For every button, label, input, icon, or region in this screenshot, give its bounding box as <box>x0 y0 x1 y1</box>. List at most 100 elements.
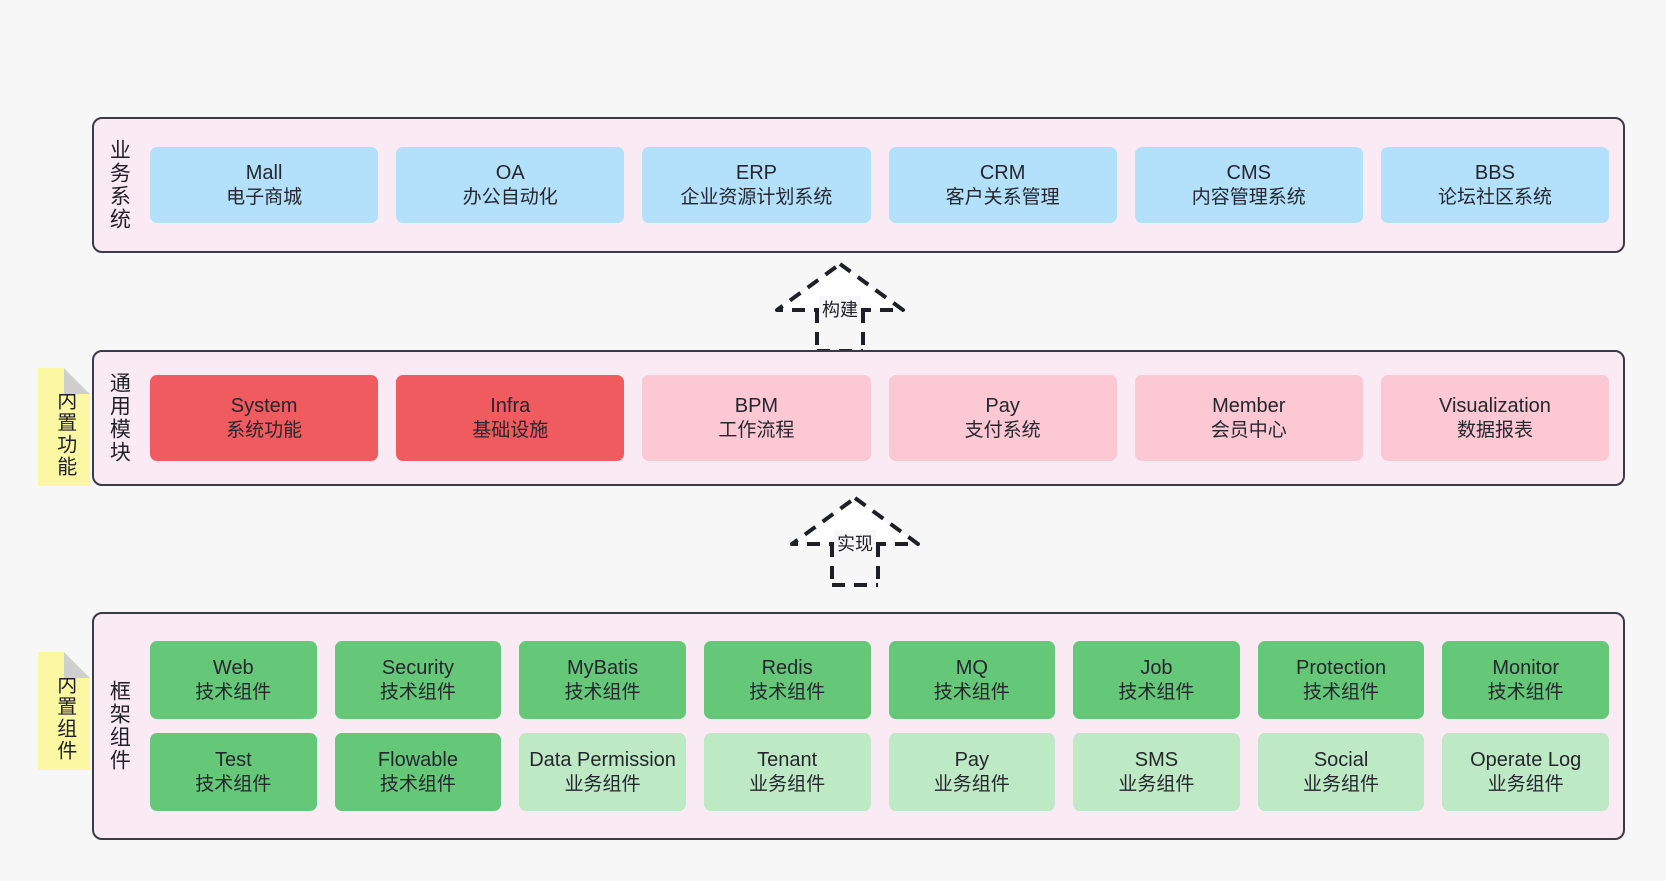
layer-title-business-systems: 业务系统 <box>107 139 131 231</box>
node-name: Pay <box>985 395 1020 418</box>
node-subtitle: 系统功能 <box>226 419 303 441</box>
node-name: OA <box>495 162 525 185</box>
node-flowable[interactable]: Flowable 技术组件 <box>334 733 502 811</box>
node-sms[interactable]: SMS 业务组件 <box>1073 733 1240 811</box>
node-subtitle: 办公自动化 <box>462 186 558 208</box>
node-row: Test 技术组件 Flowable 技术组件 Data Permission … <box>150 733 1609 811</box>
sticky-note-builtin-features: 内置功能 <box>38 368 90 486</box>
node-crm[interactable]: CRM 客户关系管理 <box>888 147 1117 223</box>
node-subtitle: 支付系统 <box>964 419 1041 441</box>
node-cms[interactable]: CMS 内容管理系统 <box>1134 147 1363 223</box>
node-subtitle: 企业资源计划系统 <box>680 186 833 208</box>
node-name: Mall <box>245 162 283 185</box>
node-name: Tenant <box>757 749 818 772</box>
node-subtitle: 电子商城 <box>226 186 303 208</box>
node-subtitle: 业务组件 <box>1303 773 1380 795</box>
layer-body-business-systems: Mall 电子商城 OA 办公自动化 ERP 企业资源计划系统 CRM 客户关系… <box>142 119 1623 251</box>
node-name: BPM <box>734 395 779 418</box>
folded-corner-icon <box>64 652 90 678</box>
node-name: Protection <box>1296 657 1387 680</box>
node-name: BBS <box>1474 162 1515 185</box>
node-subtitle: 内容管理系统 <box>1191 186 1306 208</box>
node-name: Job <box>1140 657 1173 680</box>
node-subtitle: 技术组件 <box>1487 681 1564 703</box>
node-name: MyBatis <box>567 657 639 680</box>
node-visualization[interactable]: Visualization 数据报表 <box>1380 375 1610 461</box>
node-mall[interactable]: Mall 电子商城 <box>150 147 379 223</box>
node-subtitle: 技术组件 <box>564 681 641 703</box>
node-redis[interactable]: Redis 技术组件 <box>703 641 871 719</box>
node-job[interactable]: Job 技术组件 <box>1073 641 1240 719</box>
node-web[interactable]: Web 技术组件 <box>150 641 317 719</box>
node-name: SMS <box>1134 749 1179 772</box>
node-name: CMS <box>1226 162 1271 185</box>
node-operate-log[interactable]: Operate Log 业务组件 <box>1442 733 1609 811</box>
connector-label: 实现 <box>834 530 876 556</box>
node-name: Flowable <box>377 749 458 772</box>
node-system[interactable]: System 系统功能 <box>150 375 379 461</box>
node-test[interactable]: Test 技术组件 <box>150 733 317 811</box>
node-subtitle: 论坛社区系统 <box>1437 186 1552 208</box>
node-name: Member <box>1212 395 1286 418</box>
node-name: Redis <box>761 657 813 680</box>
node-subtitle: 技术组件 <box>933 681 1010 703</box>
node-member[interactable]: Member 会员中心 <box>1134 375 1363 461</box>
node-name: MQ <box>955 657 988 680</box>
node-subtitle: 技术组件 <box>379 681 456 703</box>
node-subtitle: 技术组件 <box>1303 681 1380 703</box>
arrow-shaft <box>830 544 880 587</box>
node-row: Web 技术组件 Security 技术组件 MyBatis 技术组件 Redi… <box>150 641 1609 719</box>
node-subtitle: 基础设施 <box>472 419 549 441</box>
folded-corner-icon <box>64 368 90 394</box>
node-name: Social <box>1313 749 1369 772</box>
node-erp[interactable]: ERP 企业资源计划系统 <box>642 147 871 223</box>
node-tenant[interactable]: Tenant 业务组件 <box>703 733 871 811</box>
node-subtitle: 业务组件 <box>1487 773 1564 795</box>
node-mq[interactable]: MQ 技术组件 <box>888 641 1056 719</box>
node-data-permission[interactable]: Data Permission 业务组件 <box>519 733 686 811</box>
node-name: Data Permission <box>529 749 676 772</box>
node-name: Web <box>212 657 254 680</box>
node-subtitle: 业务组件 <box>1118 773 1195 795</box>
node-monitor[interactable]: Monitor 技术组件 <box>1442 641 1609 719</box>
node-subtitle: 客户关系管理 <box>945 186 1060 208</box>
node-name: Test <box>214 749 252 772</box>
node-name: Pay <box>954 749 990 772</box>
node-subtitle: 会员中心 <box>1210 419 1287 441</box>
node-subtitle: 技术组件 <box>195 681 272 703</box>
layer-title-common-modules: 通用模块 <box>107 372 131 464</box>
sticky-note-builtin-components: 内置组件 <box>38 652 90 770</box>
node-protection[interactable]: Protection 技术组件 <box>1257 641 1425 719</box>
sticky-note-label: 内置组件 <box>53 674 76 762</box>
node-subtitle: 技术组件 <box>1118 681 1195 703</box>
node-bpm[interactable]: BPM 工作流程 <box>642 375 871 461</box>
node-social[interactable]: Social 业务组件 <box>1257 733 1425 811</box>
layer-body-common-modules: System 系统功能 Infra 基础设施 BPM 工作流程 Pay 支付系统… <box>142 352 1623 484</box>
node-row: Mall 电子商城 OA 办公自动化 ERP 企业资源计划系统 CRM 客户关系… <box>150 147 1610 223</box>
layer-common-modules: 通用模块 System 系统功能 Infra 基础设施 BPM 工作流程 Pay… <box>92 350 1625 486</box>
node-oa[interactable]: OA 办公自动化 <box>396 147 625 223</box>
layer-business-systems: 业务系统 Mall 电子商城 OA 办公自动化 ERP 企业资源计划系统 CRM… <box>92 117 1625 253</box>
node-subtitle: 业务组件 <box>564 773 641 795</box>
node-subtitle: 工作流程 <box>718 419 795 441</box>
node-name: Infra <box>490 395 531 418</box>
node-mybatis[interactable]: MyBatis 技术组件 <box>519 641 686 719</box>
node-pay-component[interactable]: Pay 业务组件 <box>888 733 1056 811</box>
node-security[interactable]: Security 技术组件 <box>334 641 502 719</box>
node-name: ERP <box>735 162 777 185</box>
node-name: Security <box>381 657 455 680</box>
node-name: CRM <box>979 162 1026 185</box>
node-subtitle: 数据报表 <box>1456 419 1533 441</box>
node-name: Visualization <box>1438 395 1551 418</box>
node-bbs[interactable]: BBS 论坛社区系统 <box>1380 147 1610 223</box>
layer-body-framework-components: Web 技术组件 Security 技术组件 MyBatis 技术组件 Redi… <box>142 614 1623 838</box>
node-infra[interactable]: Infra 基础设施 <box>396 375 625 461</box>
connector-implement: 实现 <box>775 492 935 587</box>
layer-title-framework-components: 框架组件 <box>107 680 131 772</box>
sticky-note-label: 内置功能 <box>53 390 76 478</box>
connector-label: 构建 <box>819 296 861 322</box>
node-pay-module[interactable]: Pay 支付系统 <box>888 375 1117 461</box>
node-name: System <box>230 395 298 418</box>
connector-build: 构建 <box>760 258 920 353</box>
